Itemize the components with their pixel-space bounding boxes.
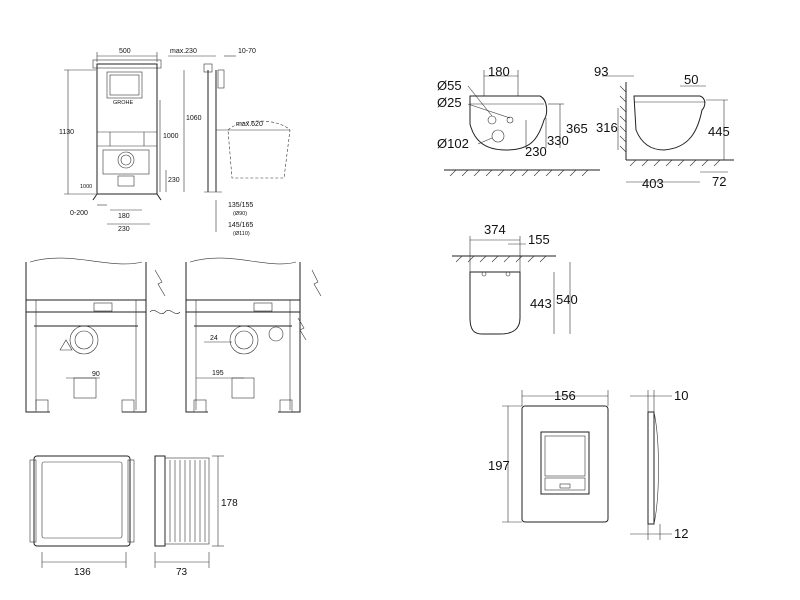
dim-1000-low: 1000: [80, 184, 92, 190]
dim-365: 365: [566, 121, 588, 136]
toilet-front-view: 180 Ø55 Ø25 Ø102 365 330 230: [437, 64, 600, 177]
panel-side-view: 178 73: [154, 455, 238, 578]
dim-72: 72: [712, 174, 726, 189]
dim-230-bottom: 230: [118, 226, 130, 233]
dim-0-200: 0-200: [70, 210, 88, 217]
dim-d25: Ø25: [437, 95, 462, 110]
dim-73: 73: [176, 567, 188, 578]
dim-155: 155: [528, 232, 550, 247]
dim-d90: (Ø90): [233, 211, 247, 217]
toilet-side-view: 93 50 316 445 403 72: [594, 64, 734, 191]
toilet-top-view: 374 155 443 540: [452, 222, 578, 335]
dim-316: 316: [596, 120, 618, 135]
flush-plate-front-view: 156 197: [488, 388, 609, 523]
dim-540: 540: [556, 292, 578, 307]
dim-145-165: 145/165: [228, 222, 253, 229]
frame-detail-right: 24 195: [185, 257, 322, 413]
dim-90: 90: [92, 371, 100, 378]
dim-180: 180: [118, 213, 130, 220]
dim-330: 330: [547, 133, 569, 148]
dim-195: 195: [212, 370, 224, 377]
dim-12: 12: [674, 526, 688, 541]
dim-max620: max.620: [236, 121, 263, 128]
dim-50: 50: [684, 72, 698, 87]
flush-plate-side-view: 10 12: [630, 388, 688, 541]
dim-1130: 1130: [59, 129, 74, 136]
dim-374: 374: [484, 222, 506, 237]
dim-10-70: 10-70: [238, 48, 256, 55]
dim-178: 178: [221, 498, 238, 509]
dim-1000: 1000: [163, 133, 179, 140]
connection-wave-icon: [149, 310, 181, 314]
dim-d110: (Ø110): [233, 231, 250, 237]
dim-445: 445: [708, 124, 730, 139]
brand-logo: GROHE: [113, 100, 134, 106]
dim-443: 443: [530, 296, 552, 311]
dim-230: 230: [525, 144, 547, 159]
dim-403: 403: [642, 176, 664, 191]
frame-front-view: GROHE 500 1130 1000 0-200 180 230: [59, 48, 291, 237]
dim-d55: Ø55: [437, 78, 462, 93]
dim-180: 180: [488, 64, 510, 79]
dim-197: 197: [488, 458, 510, 473]
dim-10: 10: [674, 388, 688, 403]
dim-d102: Ø102: [437, 136, 469, 151]
dim-93: 93: [594, 64, 608, 79]
dim-230-side: 230: [168, 177, 180, 184]
dim-500: 500: [119, 48, 131, 55]
frame-detail-left: 90: [25, 257, 166, 413]
panel-front-view: 136: [29, 455, 135, 578]
dim-156: 156: [554, 388, 576, 403]
dim-max230: max.230: [170, 48, 197, 55]
dim-24: 24: [210, 335, 218, 342]
dim-136: 136: [74, 567, 91, 578]
dim-1060: 1060: [186, 115, 202, 122]
dim-135-155: 135/155: [228, 202, 253, 209]
